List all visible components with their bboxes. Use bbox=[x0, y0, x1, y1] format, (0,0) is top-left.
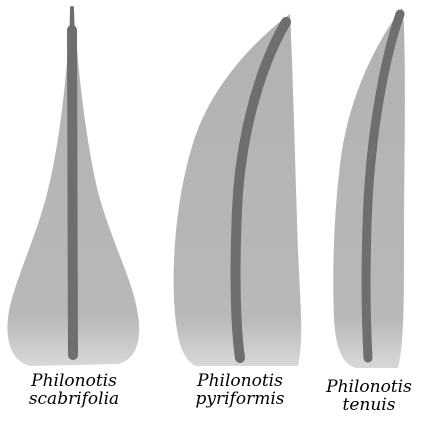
caption-pyriformis: Philonotis pyriformis bbox=[170, 372, 310, 408]
caption-tenuis-genus: Philonotis bbox=[316, 378, 422, 396]
caption-tenuis-epithet: tenuis bbox=[316, 396, 422, 414]
leaf-scabrifolia bbox=[7, 8, 139, 366]
caption-scabrifolia: Philonotis scabrifolia bbox=[4, 372, 144, 408]
caption-scabrifolia-epithet: scabrifolia bbox=[4, 390, 144, 408]
caption-tenuis: Philonotis tenuis bbox=[316, 378, 422, 414]
leaf-scabrifolia-costa bbox=[72, 30, 73, 355]
caption-scabrifolia-genus: Philonotis bbox=[4, 372, 144, 390]
caption-pyriformis-epithet: pyriformis bbox=[170, 390, 310, 408]
leaf-tenuis bbox=[333, 8, 405, 368]
leaf-pyriformis bbox=[174, 14, 302, 366]
caption-pyriformis-genus: Philonotis bbox=[170, 372, 310, 390]
